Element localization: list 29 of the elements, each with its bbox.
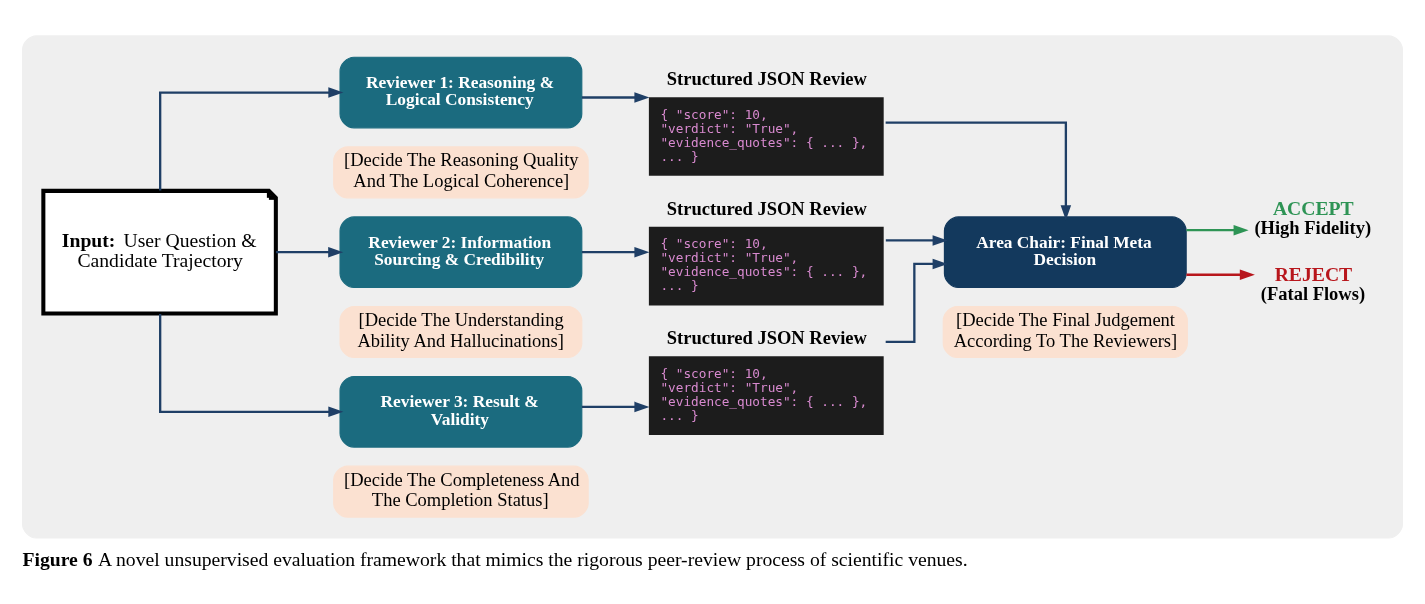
- arrow: [581, 91, 650, 103]
- node-label: Structured JSON Review: [666, 68, 867, 89]
- cluster: [21, 34, 1404, 538]
- arrow: [885, 120, 1072, 220]
- node-text: REJECT (Fatal Flows): [1260, 262, 1366, 304]
- node-box: Reviewer 1: Reasoning & Logical Consistency: [339, 56, 583, 128]
- node-box: [Decide The Completeness And The Completion Status]: [333, 465, 589, 518]
- node-box: Area Chair: Final Meta Decision: [943, 215, 1187, 288]
- arrow: [581, 401, 650, 412]
- node-label: Structured JSON Review: [666, 198, 867, 219]
- node-box: Reviewer 2: Information Sourcing & Credibility: [339, 215, 583, 288]
- arrow: [581, 246, 650, 257]
- arrow: [159, 86, 344, 190]
- arrow: [1186, 224, 1249, 235]
- node-box: { "score": 10, "verdict": "True", "evidence_quotes": { ... }, ... }: [648, 355, 884, 435]
- arrow: [159, 313, 344, 417]
- node-box: { "score": 10, "verdict": "True", "evidence_quotes": { ... }, ... }: [648, 226, 884, 305]
- node-box: [Decide The Reasoning Quality And The Logical Coherence]: [333, 145, 589, 198]
- node-label: Structured JSON Review: [666, 327, 867, 348]
- node-text: ACCEPT (High Fidelity): [1254, 196, 1372, 238]
- node-box: { "score": 10, "verdict": "True", "evidence_quotes": { ... }, ... }: [648, 96, 884, 176]
- node-box: [Decide The Understanding Ability And Hallucinations]: [339, 305, 583, 358]
- arrow: [1186, 268, 1255, 280]
- node-box: [Decide The Final Judgement According To The Reviewers]: [942, 305, 1188, 358]
- arrow: [885, 234, 948, 246]
- node-box: Reviewer 3: Result & Validity: [339, 375, 583, 448]
- arrow: [276, 246, 344, 257]
- arrow: [885, 258, 948, 343]
- caption: Figure 6 A novel unsupervised evaluation framework that mimics the rigorous peer-review process of scientific venues.: [22, 547, 968, 570]
